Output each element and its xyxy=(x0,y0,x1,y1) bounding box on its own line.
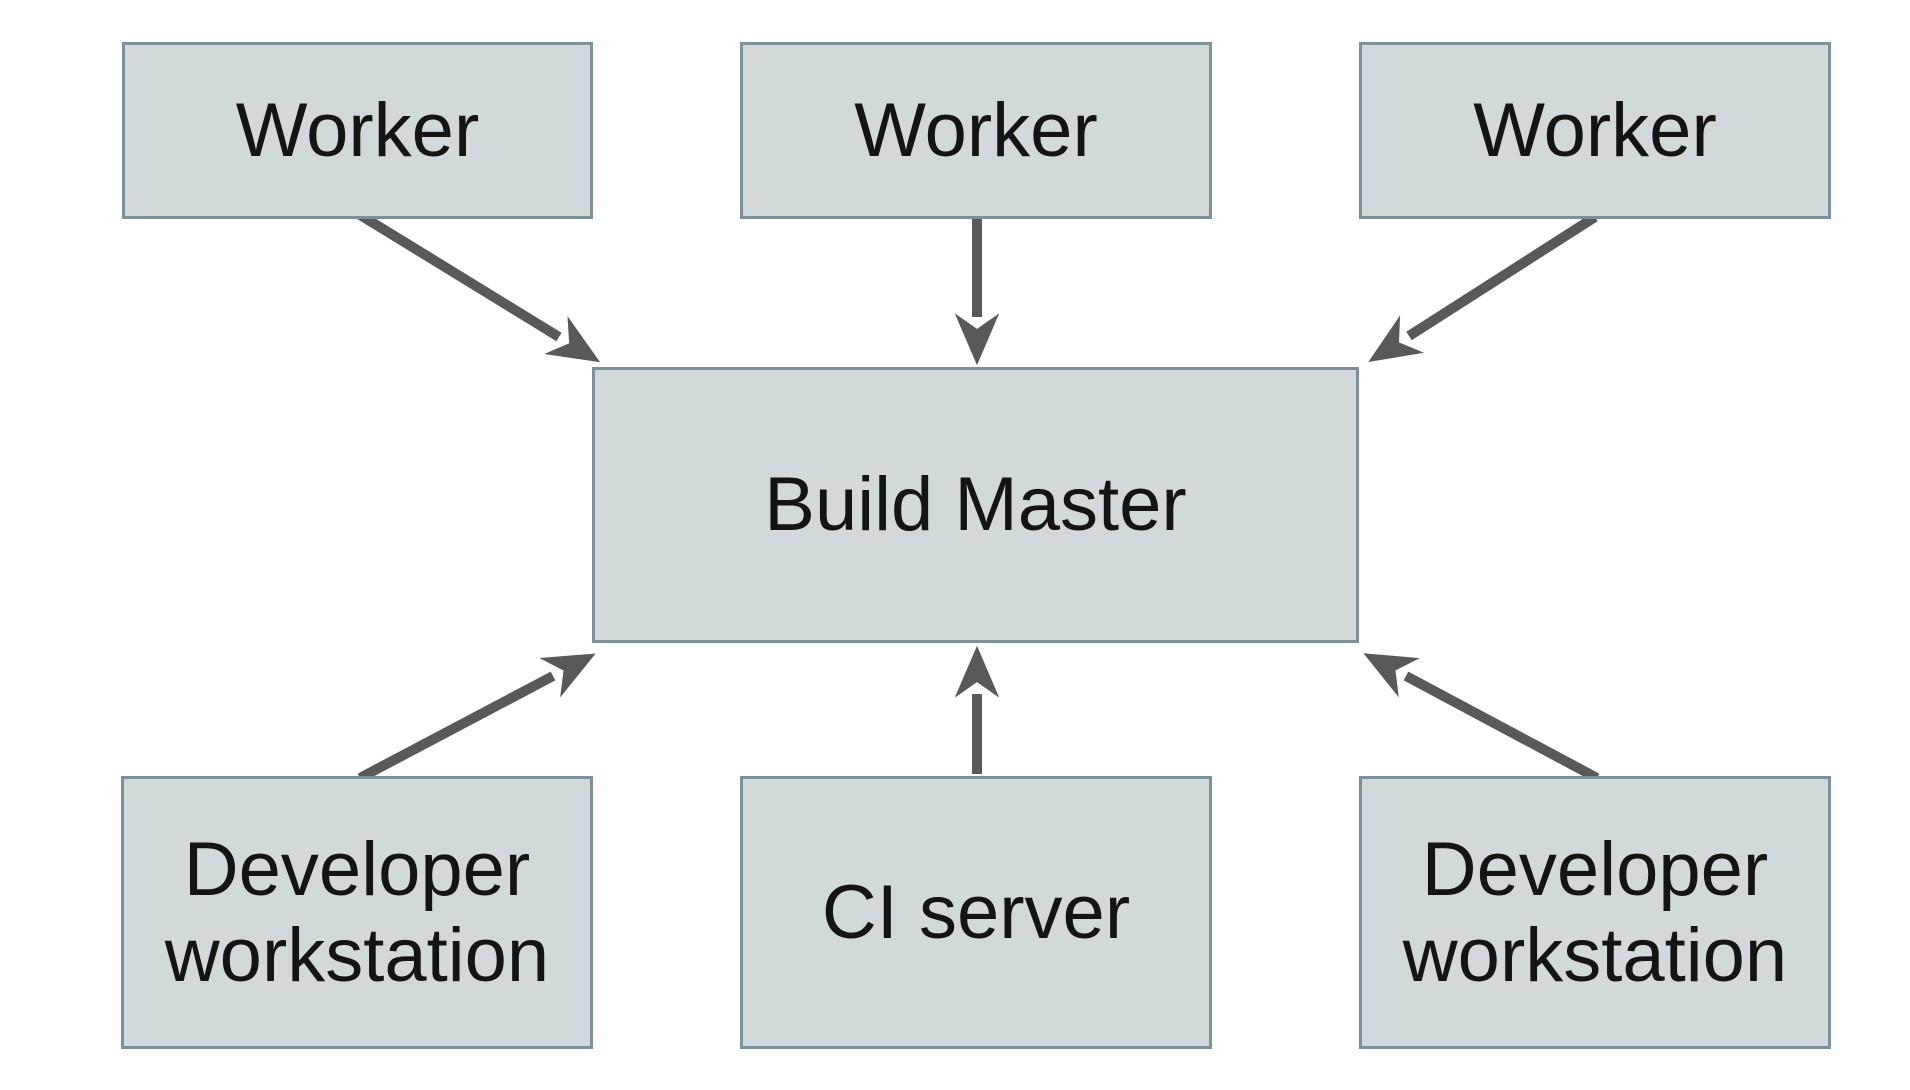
node-ci-server: CI server xyxy=(740,776,1212,1049)
node-worker-2: Worker xyxy=(740,42,1212,219)
node-worker-1-label: Worker xyxy=(235,87,480,173)
node-developer-workstation-right: Developer workstation xyxy=(1359,776,1831,1049)
node-developer-workstation-left: Developer workstation xyxy=(121,776,593,1049)
node-worker-3-label: Worker xyxy=(1473,87,1717,173)
arrow-worker-3-to-build-master xyxy=(1368,212,1598,363)
node-ci-server-label: CI server xyxy=(821,869,1131,955)
node-build-master-label: Build Master xyxy=(764,462,1187,548)
arrow-worker-1-to-build-master xyxy=(354,208,601,363)
node-developer-workstation-left-label: Developer workstation xyxy=(164,827,550,998)
arrow-developer-workstation-right-to-build-master xyxy=(1363,653,1600,783)
arrow-developer-workstation-left-to-build-master xyxy=(357,653,596,783)
node-build-master: Build Master xyxy=(592,367,1359,643)
node-developer-workstation-right-label: Developer workstation xyxy=(1402,827,1788,998)
node-worker-2-label: Worker xyxy=(854,87,1098,173)
node-worker-1: Worker xyxy=(122,42,593,219)
node-worker-3: Worker xyxy=(1359,42,1831,219)
